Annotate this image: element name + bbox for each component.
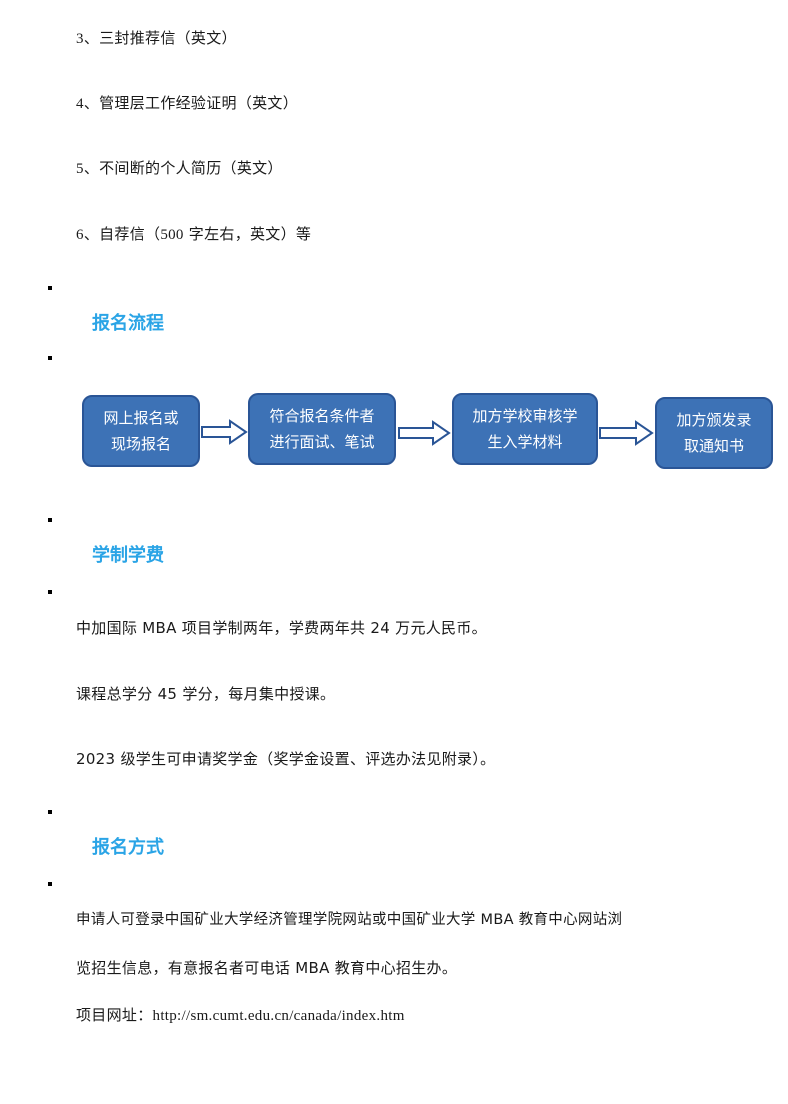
project-url-link[interactable]: http://sm.cumt.edu.cn/canada/index.htm xyxy=(152,1008,405,1024)
flow-step-2-line2: 进行面试、笔试 xyxy=(269,433,375,451)
flow-step-4-line1: 加方颁发录 xyxy=(676,411,752,429)
item-number: 3 xyxy=(76,31,84,47)
requirement-item-4: 4、管理层工作经验证明（英文） xyxy=(76,93,298,114)
requirement-item-3: 3、三封推荐信（英文） xyxy=(76,28,237,49)
bullet-marker xyxy=(48,810,52,814)
flow-step-4: 加方颁发录 取通知书 xyxy=(655,397,773,469)
bullet-marker xyxy=(48,882,52,886)
flow-step-1-line1: 网上报名或 xyxy=(103,409,179,427)
arrow-right-icon xyxy=(398,420,451,446)
arrow-right-icon xyxy=(599,420,654,446)
bullet-marker xyxy=(48,590,52,594)
flow-step-3-line1: 加方学校审核学 xyxy=(472,407,578,425)
bullet-marker xyxy=(48,518,52,522)
tuition-line-3: 2023 级学生可申请奖学金（奖学金设置、评选办法见附录）。 xyxy=(76,750,496,768)
flow-step-4-line2: 取通知书 xyxy=(683,437,744,455)
arrow-right-icon xyxy=(201,419,248,445)
item-text: 、管理层工作经验证明（英文） xyxy=(83,94,299,112)
flow-step-2: 符合报名条件者 进行面试、笔试 xyxy=(248,393,396,465)
item-number: 6 xyxy=(76,227,84,243)
requirement-item-6: 6、自荐信（500 字左右，英文）等 xyxy=(76,224,311,245)
item-text-2: 字左右，英文）等 xyxy=(183,225,312,243)
process-flow-diagram: 网上报名或 现场报名 符合报名条件者 进行面试、笔试 加方学校审核学 生入学材料… xyxy=(0,380,788,480)
section-heading-tuition: 学制学费 xyxy=(92,545,164,566)
section-heading-process: 报名流程 xyxy=(92,313,164,334)
url-label: 项目网址： xyxy=(76,1006,153,1024)
method-line-1: 申请人可登录中国矿业大学经济管理学院网站或中国矿业大学 MBA 教育中心网站浏 xyxy=(76,912,623,928)
flow-step-2-line1: 符合报名条件者 xyxy=(269,407,375,425)
item-number: 4 xyxy=(76,96,84,112)
bullet-marker xyxy=(48,286,52,290)
item-number-2: 500 xyxy=(160,227,184,243)
tuition-line-2: 课程总学分 45 学分，每月集中授课。 xyxy=(76,685,336,703)
tuition-line-1: 中加国际 MBA 项目学制两年，学费两年共 24 万元人民币。 xyxy=(76,619,487,637)
flow-step-3: 加方学校审核学 生入学材料 xyxy=(452,393,598,465)
item-text: 、自荐信（ xyxy=(83,225,161,243)
item-text: 、三封推荐信（英文） xyxy=(83,29,237,47)
section-heading-method: 报名方式 xyxy=(92,837,164,858)
flow-step-3-line2: 生入学材料 xyxy=(487,433,563,451)
requirement-item-5: 5、不间断的个人简历（英文） xyxy=(76,158,283,179)
flow-step-1: 网上报名或 现场报名 xyxy=(82,395,200,467)
bullet-marker xyxy=(48,356,52,360)
method-line-2: 览招生信息，有意报名者可电话 MBA 教育中心招生办。 xyxy=(76,959,458,977)
item-text: 、不间断的个人简历（英文） xyxy=(83,159,283,177)
flow-step-1-line2: 现场报名 xyxy=(110,435,171,453)
method-line-3: 项目网址：http://sm.cumt.edu.cn/canada/index.… xyxy=(76,1005,405,1026)
item-number: 5 xyxy=(76,161,84,177)
